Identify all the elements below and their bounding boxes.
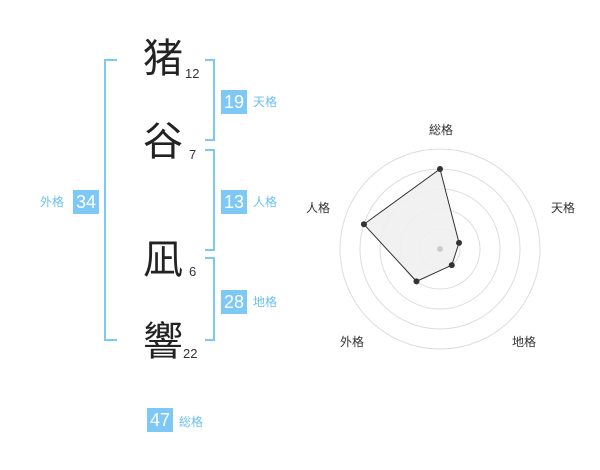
tenkaku-label: 天格: [253, 95, 278, 109]
radar-axis-label-tenkaku: 天格: [551, 200, 575, 215]
radar-axis-label-chikaku: 地格: [512, 334, 536, 349]
tenkaku-bracket: [205, 59, 215, 141]
radar-axis-label-jinkaku: 人格: [306, 200, 330, 215]
given-char-2: 響: [143, 319, 183, 365]
chikaku-label: 地格: [253, 295, 278, 309]
gaikaku-bracket: [104, 59, 117, 341]
radar-grid-ring: [339, 148, 541, 350]
given-char-1-strokes: 6: [189, 264, 197, 279]
radar-points: [360, 166, 463, 285]
jinkaku-bracket: [205, 149, 215, 251]
soukaku-label: 総格: [179, 415, 204, 429]
gaikaku-label: 外格: [40, 195, 65, 209]
gaikaku-value: 34: [73, 190, 99, 214]
radar-point-2: [448, 262, 455, 269]
surname-char-1: 猪: [143, 36, 183, 82]
radar-point-0: [437, 166, 443, 172]
soukaku-value: 47: [147, 408, 173, 432]
surname-char-1-strokes: 12: [185, 66, 200, 81]
chikaku-bracket: [205, 257, 215, 341]
radar-point-4: [360, 221, 367, 228]
radar-axis-label-gaikaku: 外格: [340, 334, 364, 349]
chikaku-value: 28: [221, 290, 247, 314]
radar-point-3: [413, 278, 420, 285]
radar-point-1: [456, 239, 463, 246]
radar-center: [437, 246, 443, 252]
jinkaku-label: 人格: [253, 195, 278, 209]
given-char-1: 凪: [143, 237, 183, 283]
radar-axis-label-soukaku: 総格: [429, 122, 453, 137]
jinkaku-value: 13: [221, 190, 247, 214]
given-char-2-strokes: 22: [183, 346, 198, 361]
surname-char-2: 谷: [143, 119, 183, 165]
surname-char-2-strokes: 7: [189, 147, 197, 162]
tenkaku-value: 19: [221, 90, 247, 114]
bracket-lines: [104, 59, 215, 341]
radar-area: [363, 168, 460, 282]
